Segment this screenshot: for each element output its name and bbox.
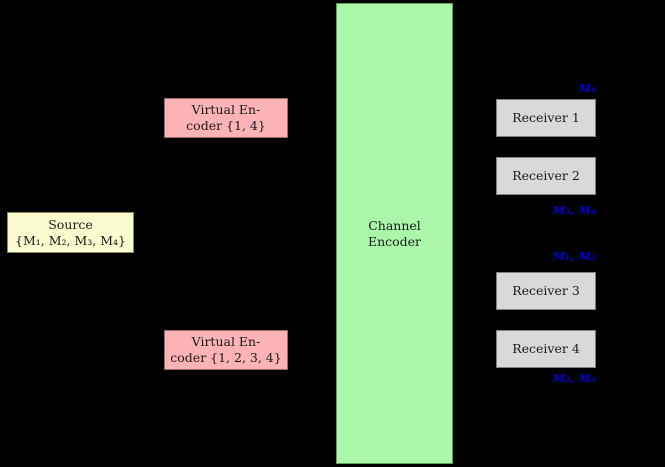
source-node: Source {M₁, M₂, M₃, M₄} (7, 212, 134, 253)
virtual-encoder-1-label-line2: coder {1, 4} (186, 118, 266, 133)
receiver-3-messages: M₁, M₂ (552, 249, 596, 263)
receiver-4: Receiver 4 (496, 330, 596, 368)
receiver-2: Receiver 2 (496, 157, 596, 195)
virtual-encoder-1-label-line1: Virtual En- (191, 102, 261, 117)
virtual-encoder-2-label-line2: coder {1, 2, 3, 4} (170, 350, 282, 365)
receiver-1-messages: M₄ (578, 81, 596, 95)
receiver-1-label: Receiver 1 (512, 110, 580, 125)
channel-encoder-label-line2: Encoder (367, 233, 422, 249)
receiver-2-label: Receiver 2 (512, 168, 580, 183)
receiver-3-label: Receiver 3 (512, 283, 580, 298)
receiver-1: Receiver 1 (496, 99, 596, 137)
source-messages: {M₁, M₂, M₃, M₄} (15, 232, 126, 248)
channel-encoder: Channel Encoder (336, 3, 453, 464)
receiver-4-messages: M₂, M₃ (552, 371, 596, 385)
channel-encoder-label-line1: Channel (368, 217, 421, 233)
virtual-encoder-1-4: Virtual En- coder {1, 4} (164, 98, 288, 138)
receiver-2-messages: M₃, M₄ (552, 203, 596, 217)
virtual-encoder-1-2-3-4: Virtual En- coder {1, 2, 3, 4} (164, 330, 288, 370)
receiver-4-label: Receiver 4 (512, 341, 580, 356)
receiver-3: Receiver 3 (496, 272, 596, 310)
virtual-encoder-2-label-line1: Virtual En- (191, 334, 261, 349)
source-title: Source (48, 216, 93, 232)
